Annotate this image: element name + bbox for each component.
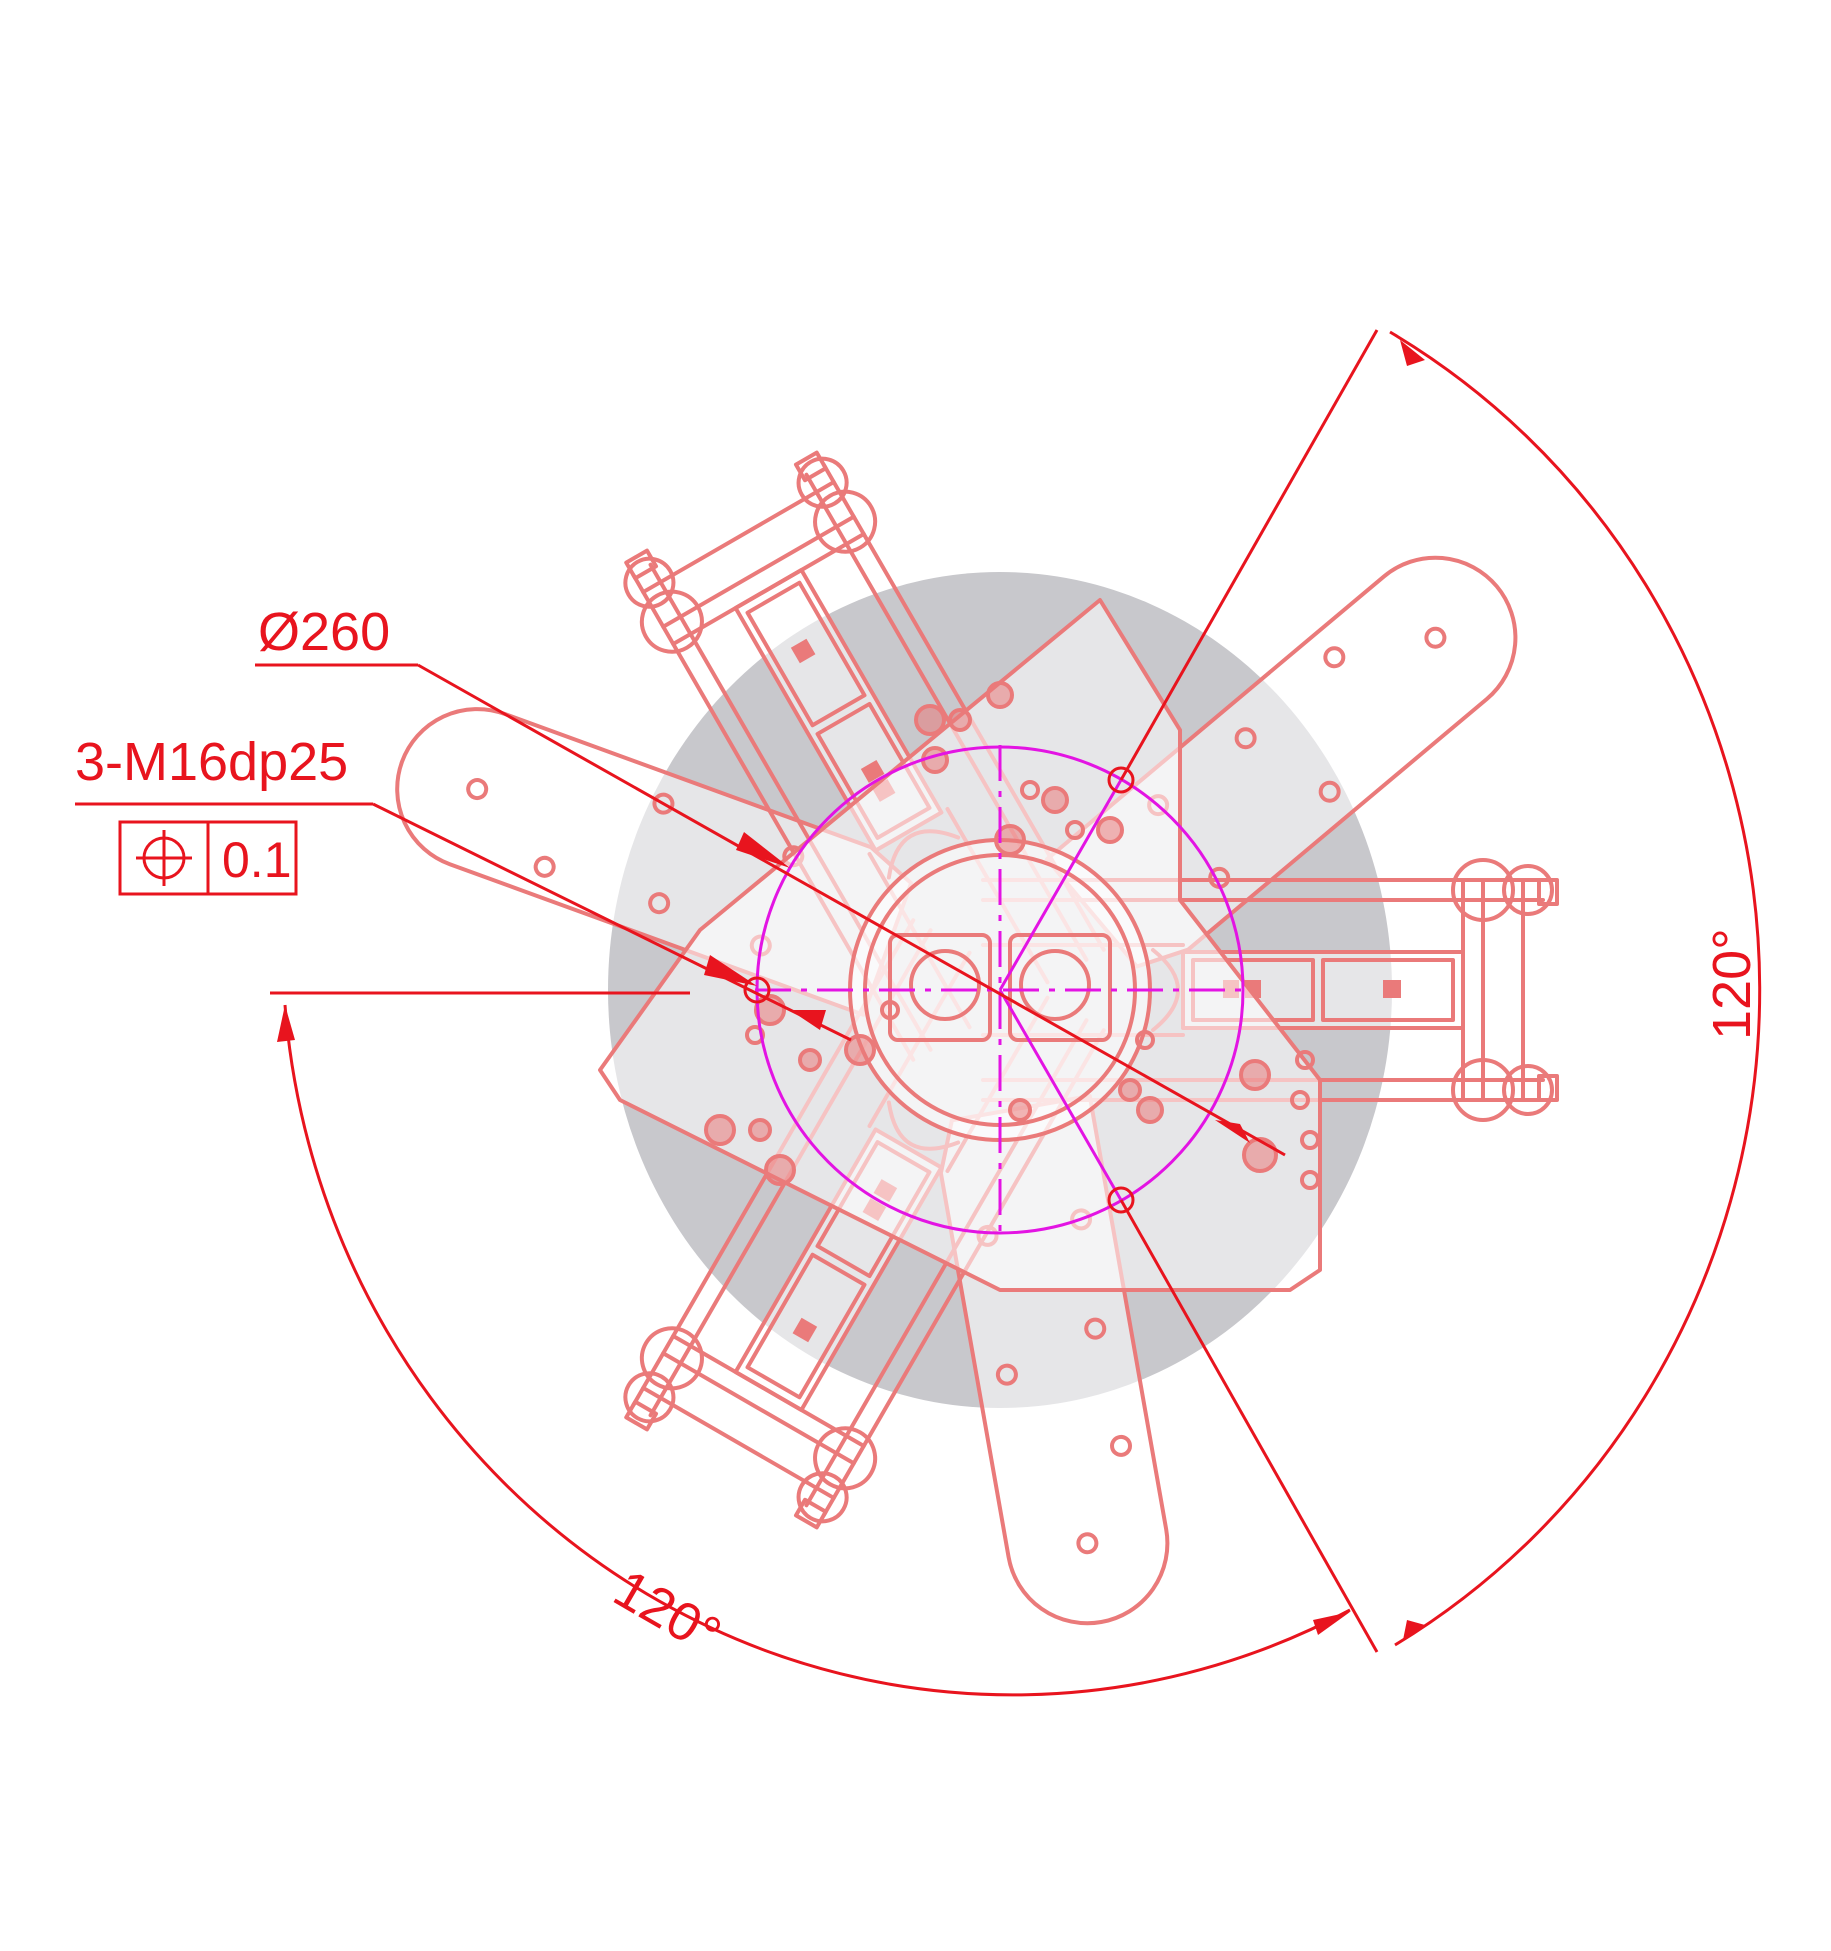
angle-label-bottom: 120°: [604, 1558, 731, 1666]
angle-arc-bottom: [277, 1004, 1351, 1697]
thread-leader: [75, 802, 852, 1042]
thread-spec-label: 3-M16dp25: [75, 732, 348, 792]
hub-pocket-right: [1008, 933, 1112, 1042]
angle-label-right: 120°: [1702, 928, 1762, 1040]
feature-control-frame: 0.1: [118, 820, 298, 896]
diameter-dimension: [255, 663, 1286, 1157]
hub-holes: [704, 681, 1320, 1190]
extension-line-bottom: [1119, 1199, 1379, 1653]
tolerance-value: 0.1: [222, 832, 292, 888]
thread-hole-top: [1107, 766, 1135, 794]
thread-hole-bottom: [1107, 1186, 1135, 1214]
position-symbol-icon: [136, 830, 192, 886]
thread-hole-left: [743, 976, 771, 1004]
pcd-radial-top: [998, 779, 1123, 991]
pitch-circle-group: [755, 745, 1245, 1235]
angle-arc-right: [1389, 330, 1762, 1647]
pcd-radial-bottom: [998, 989, 1123, 1201]
extension-line-top: [1119, 329, 1379, 781]
diameter-label: Ø260: [258, 602, 390, 662]
